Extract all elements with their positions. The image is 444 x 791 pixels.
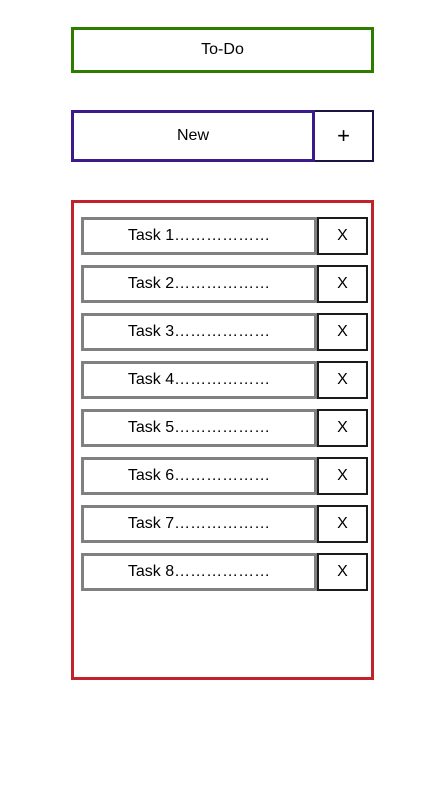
task-row: Task 8……………… X bbox=[81, 553, 368, 591]
new-task-input[interactable]: New bbox=[71, 110, 315, 162]
task-row: Task 4……………… X bbox=[81, 361, 368, 399]
task-list: Task 1……………… X Task 2……………… X Task 3…………… bbox=[71, 200, 374, 680]
delete-task-button[interactable]: X bbox=[317, 265, 368, 303]
task-row: Task 3……………… X bbox=[81, 313, 368, 351]
add-task-button[interactable]: + bbox=[315, 110, 374, 162]
delete-task-button[interactable]: X bbox=[317, 361, 368, 399]
task-row: Task 5……………… X bbox=[81, 409, 368, 447]
task-label: Task 1……………… bbox=[81, 217, 317, 255]
delete-task-button[interactable]: X bbox=[317, 313, 368, 351]
task-row: Task 2……………… X bbox=[81, 265, 368, 303]
new-task-row: New + bbox=[71, 110, 374, 162]
task-row: Task 6……………… X bbox=[81, 457, 368, 495]
task-label: Task 3……………… bbox=[81, 313, 317, 351]
task-label: Task 7……………… bbox=[81, 505, 317, 543]
delete-task-button[interactable]: X bbox=[317, 505, 368, 543]
task-row: Task 7……………… X bbox=[81, 505, 368, 543]
task-label: Task 8……………… bbox=[81, 553, 317, 591]
delete-task-button[interactable]: X bbox=[317, 553, 368, 591]
delete-task-button[interactable]: X bbox=[317, 217, 368, 255]
task-label: Task 5……………… bbox=[81, 409, 317, 447]
delete-task-button[interactable]: X bbox=[317, 409, 368, 447]
task-label: Task 6……………… bbox=[81, 457, 317, 495]
task-row: Task 1……………… X bbox=[81, 217, 368, 255]
delete-task-button[interactable]: X bbox=[317, 457, 368, 495]
task-label: Task 4……………… bbox=[81, 361, 317, 399]
page-title: To-Do bbox=[71, 27, 374, 73]
task-label: Task 2……………… bbox=[81, 265, 317, 303]
